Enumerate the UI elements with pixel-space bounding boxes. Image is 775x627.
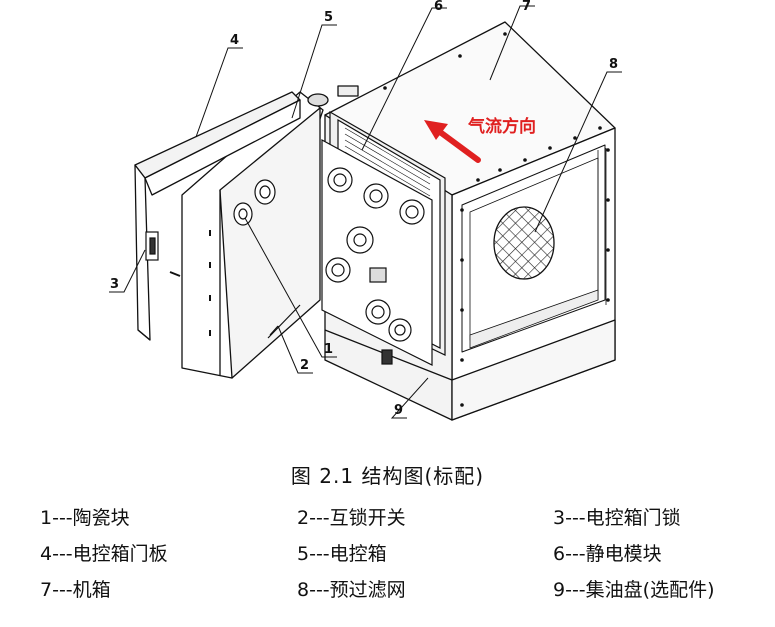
callout-3: 3 [110, 277, 119, 292]
airflow-direction-label: 气流方向 [467, 116, 536, 137]
legend-item-5: 5---电控箱 [297, 543, 387, 565]
callout-2: 2 [300, 358, 309, 373]
callout-6: 6 [434, 0, 443, 14]
callout-4: 4 [230, 33, 239, 48]
callout-1: 1 [324, 342, 333, 357]
legend-item-8: 8---预过滤网 [297, 579, 406, 601]
callout-5: 5 [324, 10, 333, 25]
legend-item-3: 3---电控箱门锁 [553, 507, 681, 529]
callout-numbers: 1 2 3 4 5 6 7 8 9 [110, 0, 618, 418]
legend-item-9: 9---集油盘(选配件) [553, 579, 715, 601]
leader-lines [109, 5, 622, 419]
structure-diagram: 气流方向 1 2 3 4 5 6 7 8 9 [109, 0, 622, 421]
interlock-switch [267, 304, 301, 339]
legend-item-2: 2---互锁开关 [297, 507, 406, 529]
pre-filter-mesh [493, 206, 555, 280]
callout-7: 7 [522, 0, 531, 14]
figure-caption: 图 2.1 结构图(标配) [290, 464, 485, 488]
legend-item-4: 4---电控箱门板 [40, 543, 168, 565]
airflow-arrow [424, 120, 481, 163]
legend-item-7: 7---机箱 [40, 579, 111, 601]
control-box-door [134, 91, 301, 341]
callout-8: 8 [609, 57, 618, 72]
callout-9: 9 [394, 403, 403, 418]
door-lock [145, 231, 181, 277]
legend-item-1: 1---陶瓷块 [40, 507, 130, 529]
legend-item-6: 6---静电模块 [553, 543, 662, 565]
electrostatic-module [321, 110, 446, 366]
